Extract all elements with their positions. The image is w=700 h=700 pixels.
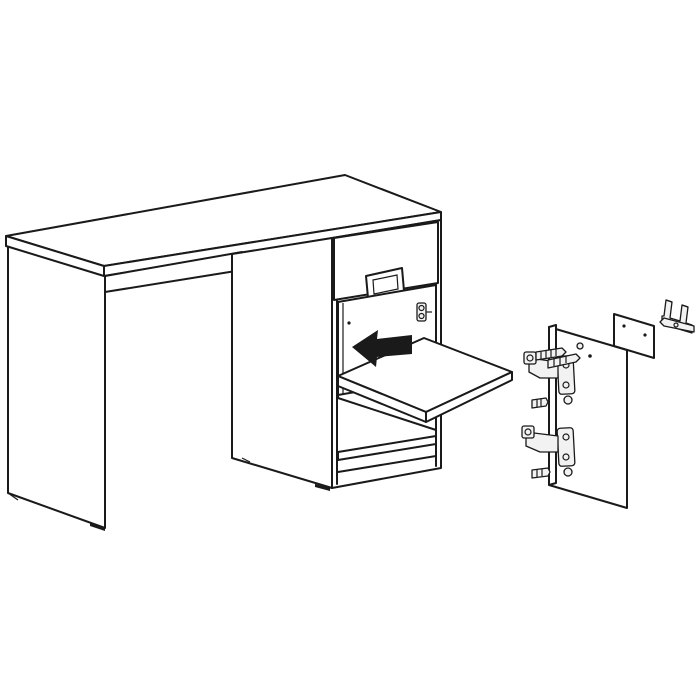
screw-icon	[535, 342, 592, 369]
desk	[5, 174, 513, 531]
lower-shelf	[337, 397, 437, 473]
screw-icon	[531, 395, 573, 409]
lower-hinge-icon	[521, 425, 576, 467]
cabinet-side-panel	[231, 237, 333, 489]
bracket-icon	[659, 299, 695, 334]
mounting-plate-icon	[613, 313, 655, 359]
left-leg-panel	[7, 239, 106, 529]
drawer-front	[333, 221, 439, 301]
door-panel-assembly	[521, 324, 628, 509]
insert-arrow-icon	[352, 330, 412, 367]
pull-out-shelf	[337, 337, 513, 423]
inner-hinge-mount-icon	[416, 302, 432, 322]
screw-icon	[531, 467, 573, 479]
